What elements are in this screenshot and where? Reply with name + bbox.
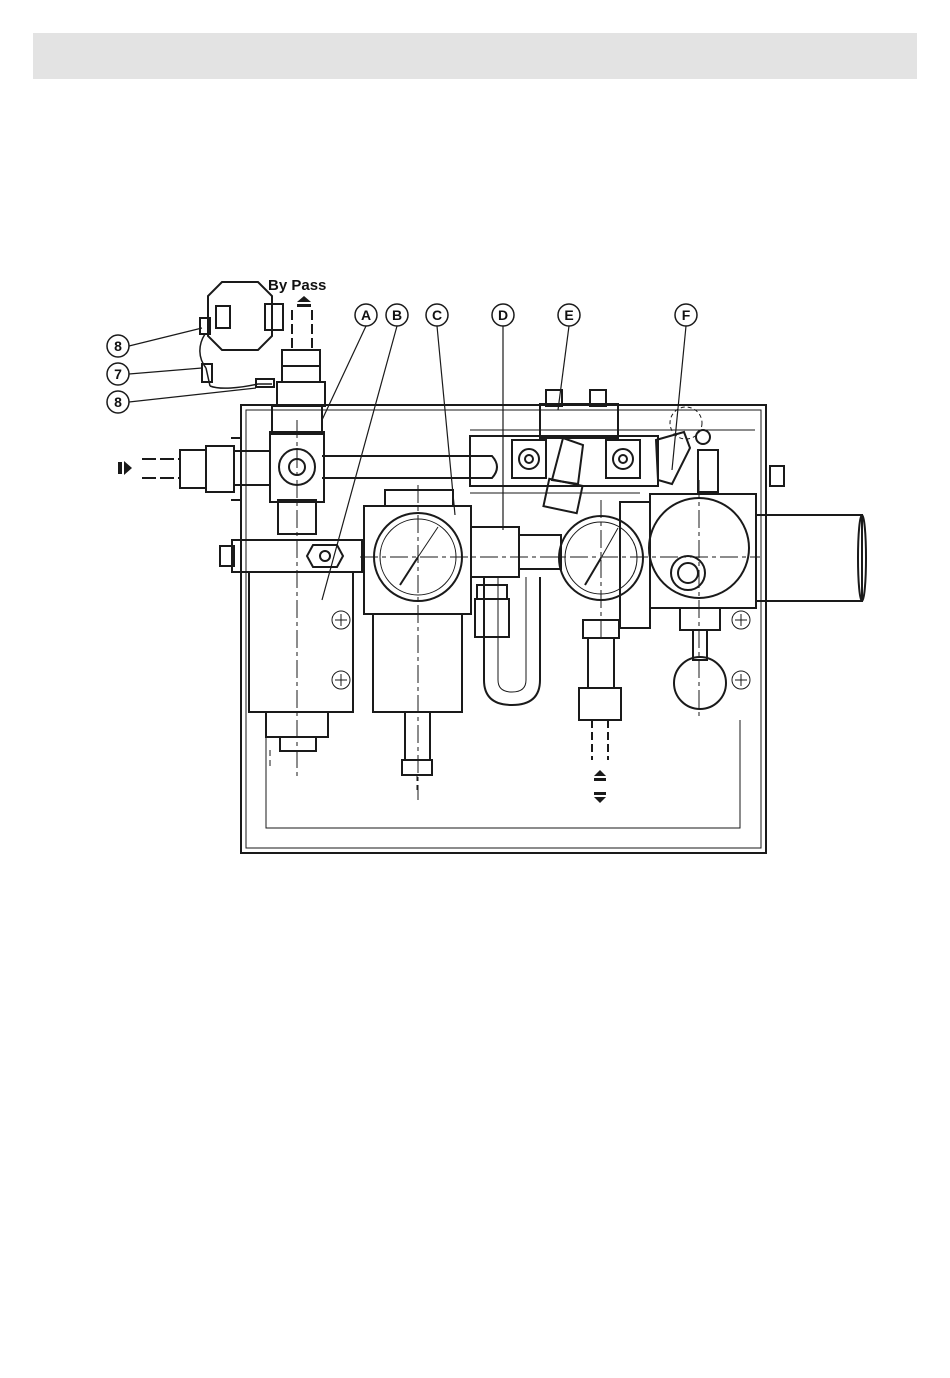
- callout-8-top: 8: [107, 335, 129, 357]
- inlet-arrow-icon: [118, 461, 132, 475]
- inlet-pipe: [142, 438, 270, 500]
- callout-number: 7: [114, 366, 122, 382]
- callout-F: F: [675, 304, 697, 326]
- valve-f: [649, 407, 866, 709]
- callout-8-bottom: 8: [107, 391, 129, 413]
- filter-b: [249, 572, 353, 770]
- bypass-outlet: [277, 310, 325, 406]
- callout-E: E: [558, 304, 580, 326]
- outlet-arrows-icon: [594, 770, 606, 803]
- callout-letter: D: [498, 307, 508, 323]
- callout-letter: C: [432, 307, 442, 323]
- callout-letter: A: [361, 307, 371, 323]
- callout-C: C: [426, 304, 448, 326]
- callout-D: D: [492, 304, 514, 326]
- cap-assembly: [200, 282, 283, 388]
- bypass-label: By Pass: [268, 277, 326, 294]
- callout-7: 7: [107, 363, 129, 385]
- callout-number: 8: [114, 338, 122, 354]
- callout-letter: B: [392, 307, 402, 323]
- u-pipe-d: [471, 527, 561, 705]
- callout-letter: F: [682, 307, 691, 323]
- callout-number: 8: [114, 394, 122, 410]
- bypass-arrow-icon: [297, 296, 311, 307]
- callout-letter: E: [564, 307, 573, 323]
- ball-valve: [270, 406, 497, 534]
- gauge-regulator: [559, 502, 650, 760]
- callout-B: B: [386, 304, 408, 326]
- callout-A: A: [355, 304, 377, 326]
